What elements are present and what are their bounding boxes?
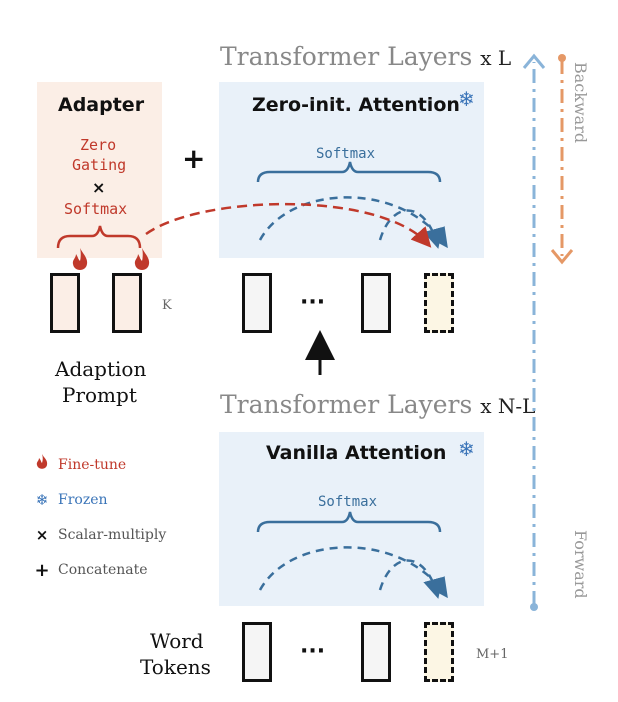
- adaption-prompt-token-1: [50, 273, 80, 333]
- zero-attention-softmax: Softmax: [316, 146, 376, 162]
- word-token-new: [424, 622, 454, 682]
- upper-token-new: [424, 273, 454, 333]
- word-tokens-label-1: Word: [150, 629, 204, 653]
- bottom-layers-text: Transformer Layers: [220, 390, 473, 419]
- snowflake-icon: ❄: [458, 437, 475, 461]
- vanilla-attention-softmax: Softmax: [318, 494, 378, 510]
- top-layers-mult: x L: [480, 46, 512, 70]
- adapter-gating-arc: [145, 202, 432, 248]
- vanilla-attention-arc-2: [378, 559, 443, 599]
- backward-arrowhead: [550, 249, 574, 265]
- snowflake-icon: ❄: [35, 491, 49, 509]
- snowflake-icon: ❄: [458, 87, 475, 111]
- legend-fine-tune-label: Fine-tune: [58, 457, 127, 473]
- legend-concatenate-label: Concatenate: [58, 562, 148, 578]
- adaption-prompt-count: K: [162, 298, 172, 313]
- vanilla-attention-arc-1: [258, 546, 448, 599]
- flame-icon: [134, 248, 150, 270]
- adapter-times: ×: [92, 178, 106, 197]
- adapter-softmax: Softmax: [64, 200, 128, 218]
- legend-scalar-multiply: × Scalar-multiply: [32, 525, 167, 545]
- bottom-layers-title: Transformer Layers x N-L: [220, 390, 535, 419]
- upper-token-last: [361, 273, 391, 333]
- zero-attention-brace: [256, 161, 442, 183]
- adapter-title: Adapter: [58, 94, 145, 116]
- legend-concatenate: + Concatenate: [32, 559, 148, 581]
- adaption-prompt-label-2: Prompt: [62, 383, 137, 407]
- zero-attention-title: Zero-init. Attention: [252, 94, 460, 116]
- adapter-zero: Zero: [80, 136, 117, 154]
- backward-start-dot: [558, 54, 566, 62]
- adapter-brace: [56, 225, 142, 249]
- top-layers-text: Transformer Layers: [220, 42, 473, 71]
- word-tokens-count: M+1: [476, 647, 509, 662]
- zero-attention-arc-1: [258, 196, 448, 249]
- legend-frozen: ❄ Frozen: [32, 490, 108, 510]
- vanilla-attention-brace: [256, 511, 442, 533]
- forward-start-dot: [530, 603, 538, 611]
- plus-icon: +: [34, 559, 50, 581]
- adaption-prompt-label-1: Adaption: [55, 357, 147, 381]
- zero-attention-arc-2: [378, 209, 443, 249]
- bottom-layers-mult: x N-L: [480, 394, 536, 418]
- adapter-gating: Gating: [72, 156, 127, 174]
- word-tokens-label-2: Tokens: [140, 655, 211, 679]
- concatenate-plus: +: [182, 142, 206, 175]
- word-token-first: [242, 622, 272, 682]
- word-token-last: [361, 622, 391, 682]
- times-icon: ×: [35, 526, 49, 544]
- upper-token-ellipsis: ···: [300, 290, 326, 315]
- adaption-prompt-token-2: [112, 273, 142, 333]
- upper-token-first: [242, 273, 272, 333]
- legend-frozen-label: Frozen: [58, 492, 108, 508]
- flame-icon: [32, 454, 52, 476]
- top-layers-title: Transformer Layers x L: [220, 42, 511, 71]
- legend-fine-tune: Fine-tune: [32, 454, 127, 476]
- flame-icon: [72, 248, 88, 270]
- forward-arrowhead: [522, 53, 546, 69]
- word-token-ellipsis: ···: [300, 639, 326, 664]
- legend-scalar-multiply-label: Scalar-multiply: [58, 527, 167, 543]
- vanilla-attention-title: Vanilla Attention: [266, 442, 447, 464]
